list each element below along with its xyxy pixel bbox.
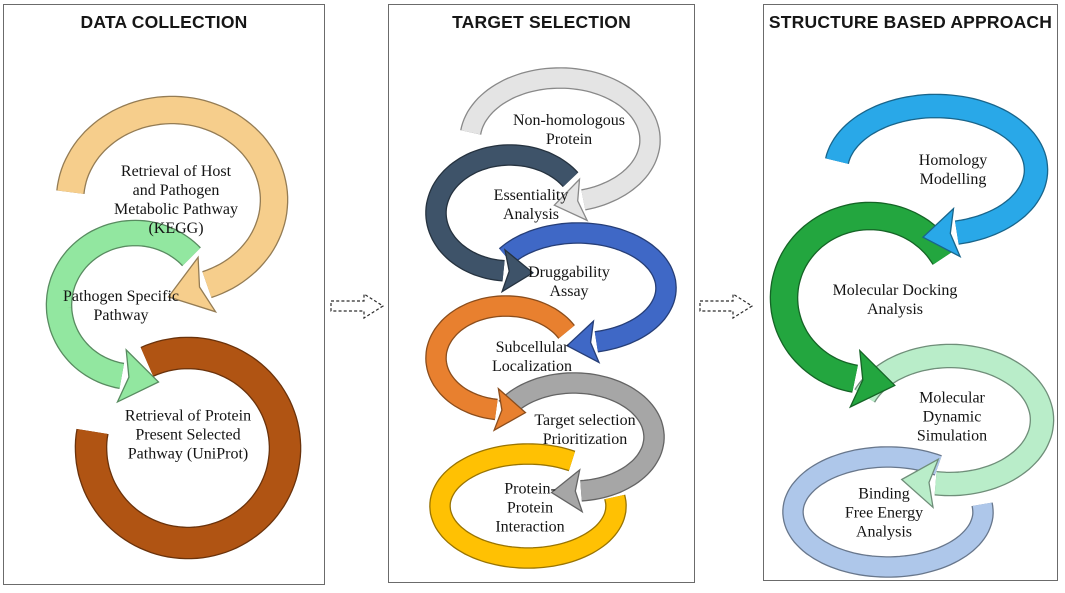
arc-band [426,145,578,281]
step-label-essentiality-analysis: Essentiality Analysis [493,187,569,223]
panel-title-structure-based-approach: STRUCTURE BASED APPROACH [768,12,1053,32]
circular-arrow-p2-s4 [425,295,575,432]
circular-arrow-p2-s3 [498,222,677,364]
circular-arrow-p3-s2 [769,201,957,409]
step-label-molecular-docking-analysis: Molecular Docking Analysis [832,282,958,318]
circular-arrow-p3-s4 [782,446,994,578]
arc-band [430,444,626,568]
flow-connector-arrow-2 [699,292,754,320]
dashed-right-arrow-icon [699,292,754,320]
arc-band [855,345,1054,496]
arrowhead [921,206,962,259]
dashed-right-arrow-icon [330,292,385,320]
arc-band [75,337,300,558]
step-label-homology-modelling: Homology Modelling [918,152,988,188]
arc-band [426,296,574,419]
arrowhead [553,177,589,222]
circular-arrow-p2-s5 [498,372,665,514]
arrowhead [550,468,584,514]
circular-arrow-p3-s1 [825,93,1049,259]
step-label-non-homologous-protein: Non-homologous Protein [513,112,625,148]
arrowhead [500,248,535,294]
arc-band [826,94,1048,244]
step-label-binding-free-energy-analysis: Binding Free Energy Analysis [844,485,924,541]
arc-band [783,447,993,577]
circular-arrow-p1-s1 [56,95,289,313]
circular-arrow-p1-s2 [45,219,201,404]
panel-title-data-collection: DATA COLLECTION [80,12,248,32]
circular-arrow-p3-s3 [854,343,1055,509]
arc-band [770,202,956,392]
arrowhead [565,319,601,364]
step-label-uniprot-retrieval: Retrieval of Protein Present Selected Pa… [124,407,252,463]
arrowhead [167,255,218,313]
step-label-target-selection-prioritization: Target selection Prioritization [534,412,636,448]
step-label-protein-protein-interaction: Protein- Protein Interaction [495,480,565,536]
step-label-kegg-retrieval: Retrieval of Host and Pathogen Metabolic… [114,163,238,237]
arc-band [57,97,287,297]
circular-arrow-p2-s6 [429,443,627,569]
flow-connector-arrow-1 [330,292,385,320]
step-label-molecular-dynamic-simulation: Molecular Dynamic Simulation [916,389,988,445]
step-label-subcellular-localization: Subcellular Localization [492,339,572,375]
step-label-druggability-assay: Druggability Assay [528,264,610,300]
arc-band [46,220,200,388]
circular-arrow-p2-s1 [460,67,661,222]
arrowhead [492,387,527,432]
arc-band [461,68,660,210]
circular-arrow-p2-s2 [425,144,579,294]
arrowhead [900,457,940,509]
arc-band [499,223,676,352]
arrowhead [848,348,896,409]
arrowhead [116,348,160,404]
arc-band [499,373,664,501]
step-label-pathogen-specific-pathway: Pathogen Specific Pathway [63,288,179,324]
panel-title-target-selection: TARGET SELECTION [452,12,631,32]
circular-arrow-p1-s3 [74,336,302,560]
